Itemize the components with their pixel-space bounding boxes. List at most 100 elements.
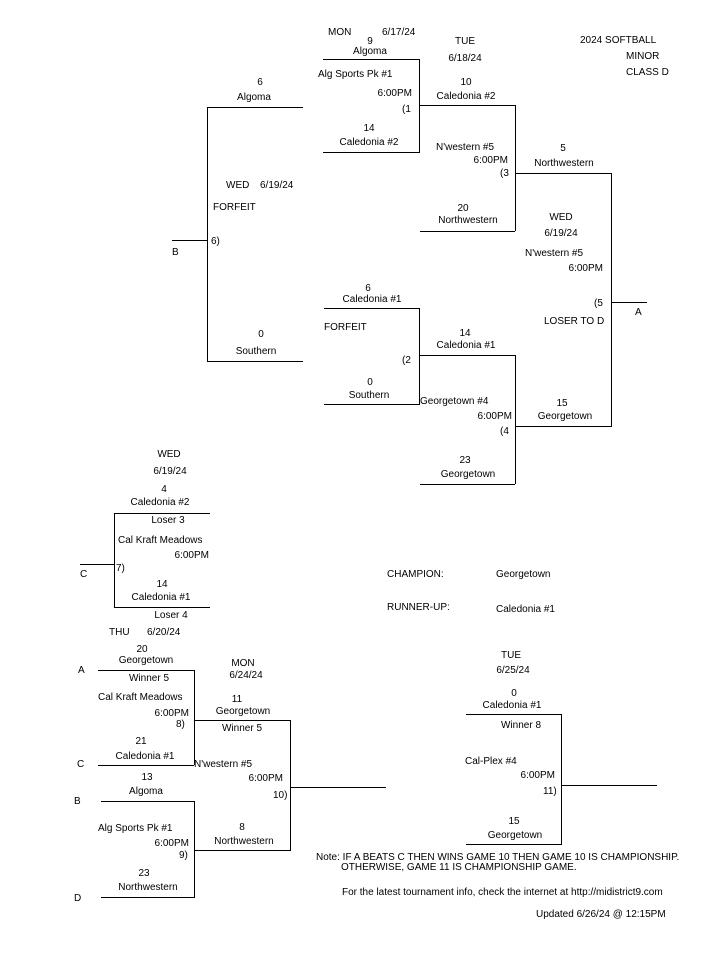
game-number: (2 (402, 355, 411, 366)
game-time: 6:00PM (248, 773, 283, 784)
game-time: 6:00PM (174, 550, 209, 561)
bracket-line (114, 513, 115, 608)
team-name: Caledonia #2 (339, 137, 399, 148)
team-name: Georgetown (440, 469, 496, 480)
bracket-line (101, 897, 195, 898)
bracket-marker: C (77, 759, 85, 770)
game-location: Georgetown #4 (420, 396, 489, 407)
game-time: 6:00PM (520, 770, 555, 781)
game-number: 7) (116, 563, 125, 574)
runner-up-label: RUNNER-UP: (387, 602, 450, 613)
game-location: Cal Kraft Meadows (118, 535, 203, 546)
seed-number: 13 (141, 772, 153, 783)
game-day: MON (231, 658, 255, 669)
game-date: 6/19/24 (260, 180, 294, 191)
game-number: 8) (176, 719, 185, 730)
seed-number: 0 (367, 377, 373, 388)
game-day: TUE (455, 36, 475, 47)
game-date: 6/24/24 (229, 670, 263, 681)
bracket-line (323, 59, 420, 60)
game-number: (4 (500, 426, 509, 437)
header-division: MINOR (626, 51, 660, 62)
team-name: Algoma (129, 786, 163, 797)
game-note: FORFEIT (324, 322, 367, 333)
bracket-line (466, 714, 561, 715)
bracket-line (419, 308, 420, 405)
championship-note-continued: OTHERWISE, GAME 11 IS CHAMPIONSHIP GAME. (341, 862, 577, 873)
bracket-marker: D (74, 893, 82, 904)
source-note: Loser 4 (154, 610, 188, 621)
team-name: Caledonia #1 (482, 700, 542, 711)
game-time: 6:00PM (154, 708, 189, 719)
team-name: Northwestern (534, 158, 594, 169)
game-time: 6:00PM (477, 411, 512, 422)
champion-team: Georgetown (496, 569, 551, 580)
game-location: Alg Sports Pk #1 (98, 823, 173, 834)
bracket-line (172, 240, 207, 241)
team-name: Georgetown (215, 706, 271, 717)
team-name: Georgetown (118, 655, 174, 666)
bracket-line (420, 484, 515, 485)
bracket-line (515, 355, 516, 484)
bracket-line (195, 850, 290, 851)
champion-label: CHAMPION: (387, 569, 444, 580)
game-time: 6:00PM (473, 155, 508, 166)
bracket-line (323, 152, 420, 153)
game-location: Alg Sports Pk #1 (318, 69, 393, 80)
team-name: Northwestern (214, 836, 274, 847)
team-name: Southern (235, 346, 277, 357)
seed-number: 0 (258, 329, 264, 340)
seed-number: 0 (511, 688, 517, 699)
team-name: Georgetown (537, 411, 593, 422)
seed-number: 10 (460, 77, 472, 88)
bracket-line (324, 308, 420, 309)
game-number: (5 (594, 298, 603, 309)
team-name: Southern (348, 390, 390, 401)
game-location: Cal Kraft Meadows (98, 692, 183, 703)
team-name: Georgetown (487, 830, 543, 841)
bracket-line (101, 801, 195, 802)
game-day: WED (549, 212, 573, 223)
seed-number: 20 (457, 203, 469, 214)
bracket-line (98, 765, 194, 766)
game-note: FORFEIT (213, 202, 256, 213)
bracket-line (114, 607, 210, 608)
header-class: CLASS D (626, 67, 669, 78)
team-name: Algoma (353, 46, 387, 57)
game-number: (1 (402, 104, 411, 115)
bracket-line (515, 105, 516, 231)
game-time: 6:00PM (377, 88, 412, 99)
seed-number: 14 (156, 579, 168, 590)
game-day: WED (226, 180, 250, 191)
game-number: 10) (273, 790, 288, 801)
bracket-line (207, 107, 303, 108)
team-name: Caledonia #1 (131, 592, 191, 603)
seed-number: 23 (138, 868, 150, 879)
game-date: 6/19/24 (544, 228, 578, 239)
team-name: Northwestern (438, 215, 498, 226)
runner-up-team: Caledonia #1 (496, 604, 555, 615)
seed-number: 11 (231, 694, 243, 705)
game-location: N'western #5 (194, 759, 253, 770)
bracket-line (420, 231, 515, 232)
game-date: 6/20/24 (147, 627, 181, 638)
seed-number: 15 (508, 816, 520, 827)
bracket-line (420, 355, 515, 356)
game-date: 6/19/24 (153, 466, 187, 477)
game-day: TUE (501, 650, 521, 661)
game-number: 6) (211, 236, 220, 247)
seed-number: 15 (556, 398, 568, 409)
game-day: THU (109, 627, 130, 638)
source-note: Winner 5 (221, 723, 263, 734)
bracket-line (194, 670, 195, 765)
seed-number: 14 (459, 328, 471, 339)
source-note: Winner 8 (500, 720, 542, 731)
bracket-line (324, 404, 420, 405)
game-location: N'western #5 (436, 142, 495, 153)
team-name: Northwestern (118, 882, 178, 893)
game-time: 6:00PM (154, 838, 189, 849)
game-date: 6/25/24 (496, 665, 530, 676)
game-number: 11) (543, 786, 557, 797)
seed-number: 8 (239, 822, 245, 833)
game-date: 6/17/24 (382, 27, 416, 38)
